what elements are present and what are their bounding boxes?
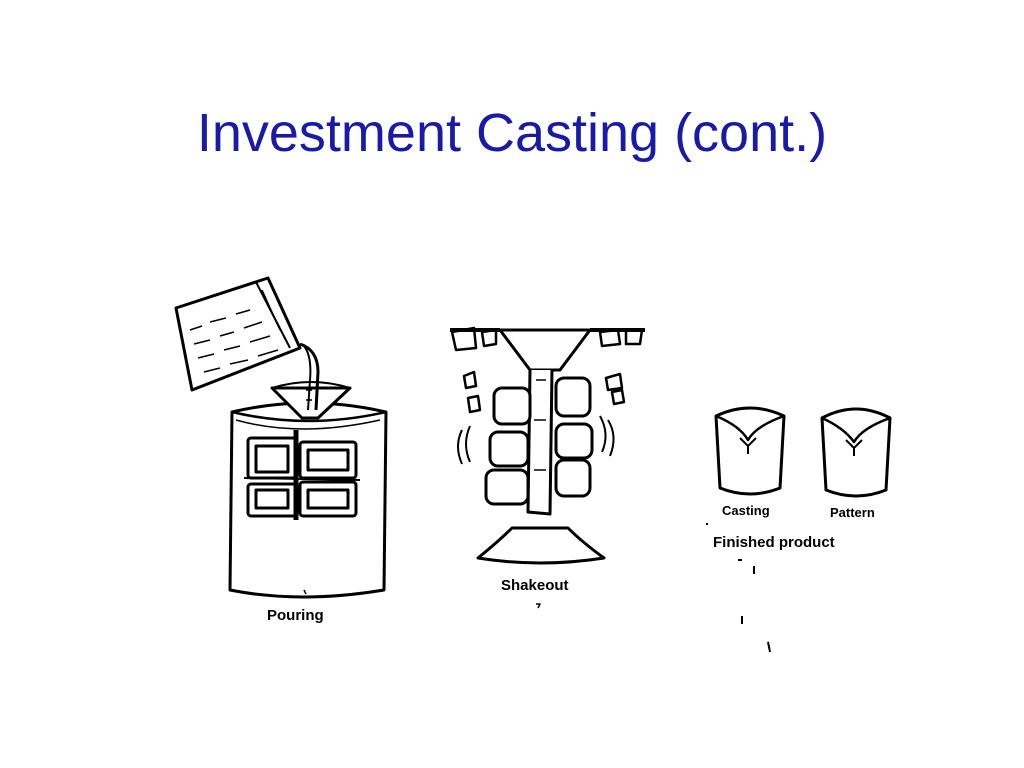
pouring-illustration xyxy=(174,276,388,599)
shakeout-illustration xyxy=(450,326,645,609)
shakeout-label: Shakeout xyxy=(501,577,569,594)
pouring-label: Pouring xyxy=(267,607,324,624)
casting-label: Casting xyxy=(722,503,770,518)
casting-part xyxy=(714,406,786,496)
shakeout-castings xyxy=(484,376,594,506)
slide-title: Investment Casting (cont.) xyxy=(196,103,828,163)
finished-product-illustration xyxy=(706,406,892,653)
finished-product-label: Finished product xyxy=(713,534,835,551)
pattern-label: Pattern xyxy=(830,505,875,520)
pattern-part xyxy=(820,407,892,498)
mold-clusters xyxy=(243,430,361,520)
